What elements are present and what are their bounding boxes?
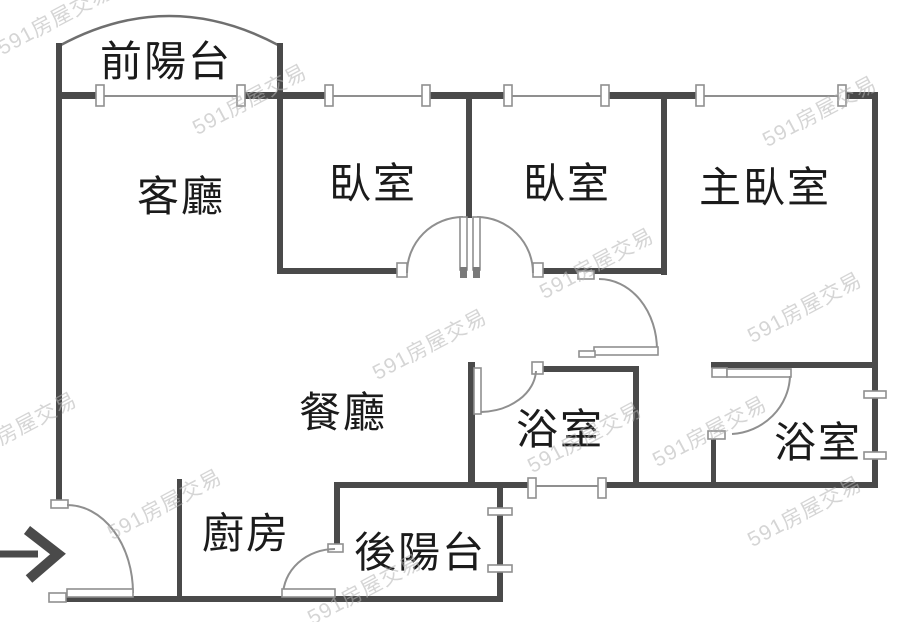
- door-jamb: [711, 367, 728, 378]
- door-leaf: [281, 588, 336, 598]
- window-marker: [95, 84, 105, 107]
- door-jamb: [532, 262, 544, 278]
- door-leaf: [472, 216, 481, 271]
- door-jamb: [707, 430, 726, 440]
- door-jamb: [50, 499, 69, 509]
- window-marker: [600, 84, 610, 107]
- door-leaf: [66, 588, 134, 598]
- door-jamb: [48, 592, 67, 603]
- door-leaf: [593, 346, 659, 356]
- window-marker: [487, 507, 513, 516]
- window-marker: [503, 84, 513, 107]
- window-marker: [487, 564, 513, 573]
- window-marker: [421, 84, 431, 107]
- door-jamb: [577, 270, 595, 280]
- entry-arrow-icon: [0, 526, 66, 583]
- balcony-side-walls: [56, 43, 283, 96]
- door-leaf: [459, 216, 468, 271]
- door-arc: [282, 548, 336, 597]
- door-arc: [480, 370, 537, 413]
- window-marker: [695, 84, 705, 107]
- window-marker: [597, 477, 607, 499]
- door-arc: [66, 504, 134, 594]
- door-jamb: [531, 361, 544, 375]
- doors: [48, 216, 792, 603]
- outer-walls: [50, 92, 878, 602]
- door-jamb: [327, 543, 344, 553]
- interior-walls: [177, 92, 878, 602]
- window-marker: [527, 477, 537, 499]
- window-marker: [837, 84, 847, 107]
- door-jamb: [578, 350, 596, 358]
- window-marker: [863, 390, 887, 399]
- window-marker: [863, 451, 887, 460]
- door-arc: [476, 216, 534, 274]
- window-marker: [236, 84, 246, 107]
- balcony-arch: [58, 14, 281, 48]
- window-markers: [95, 84, 887, 573]
- door-leaf: [473, 367, 482, 415]
- door-leaf: [726, 368, 792, 378]
- door-jamb: [396, 262, 408, 278]
- window-marker: [324, 84, 334, 107]
- door-arc: [731, 375, 791, 435]
- door-arc: [406, 216, 464, 274]
- door-arc: [598, 278, 658, 351]
